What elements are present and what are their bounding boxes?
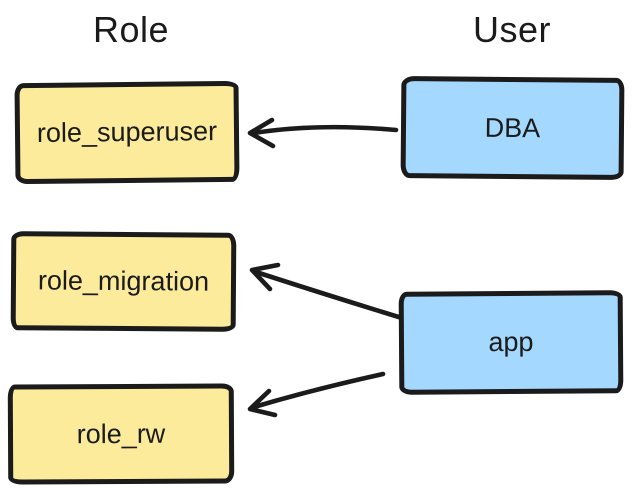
node-user-app-label: app bbox=[488, 326, 534, 358]
node-role-migration: role_migration bbox=[10, 231, 237, 332]
node-user-app: app bbox=[398, 290, 624, 395]
node-role-rw: role_rw bbox=[7, 383, 235, 485]
node-user-dba-label: DBA bbox=[484, 112, 541, 143]
node-role-migration-label: role_migration bbox=[37, 265, 210, 297]
edge-app-to-role-migration bbox=[249, 262, 405, 321]
node-role-rw-label: role_rw bbox=[76, 418, 166, 449]
column-title-user: User bbox=[472, 9, 551, 50]
node-user-dba: DBA bbox=[400, 76, 625, 180]
node-role-superuser: role_superuser bbox=[14, 80, 240, 185]
node-role-superuser-label: role_superuser bbox=[36, 116, 218, 148]
column-title-role: Role bbox=[92, 9, 170, 50]
edge-dba-to-role-superuser bbox=[247, 117, 399, 149]
edge-app-to-role-rw bbox=[247, 371, 386, 418]
